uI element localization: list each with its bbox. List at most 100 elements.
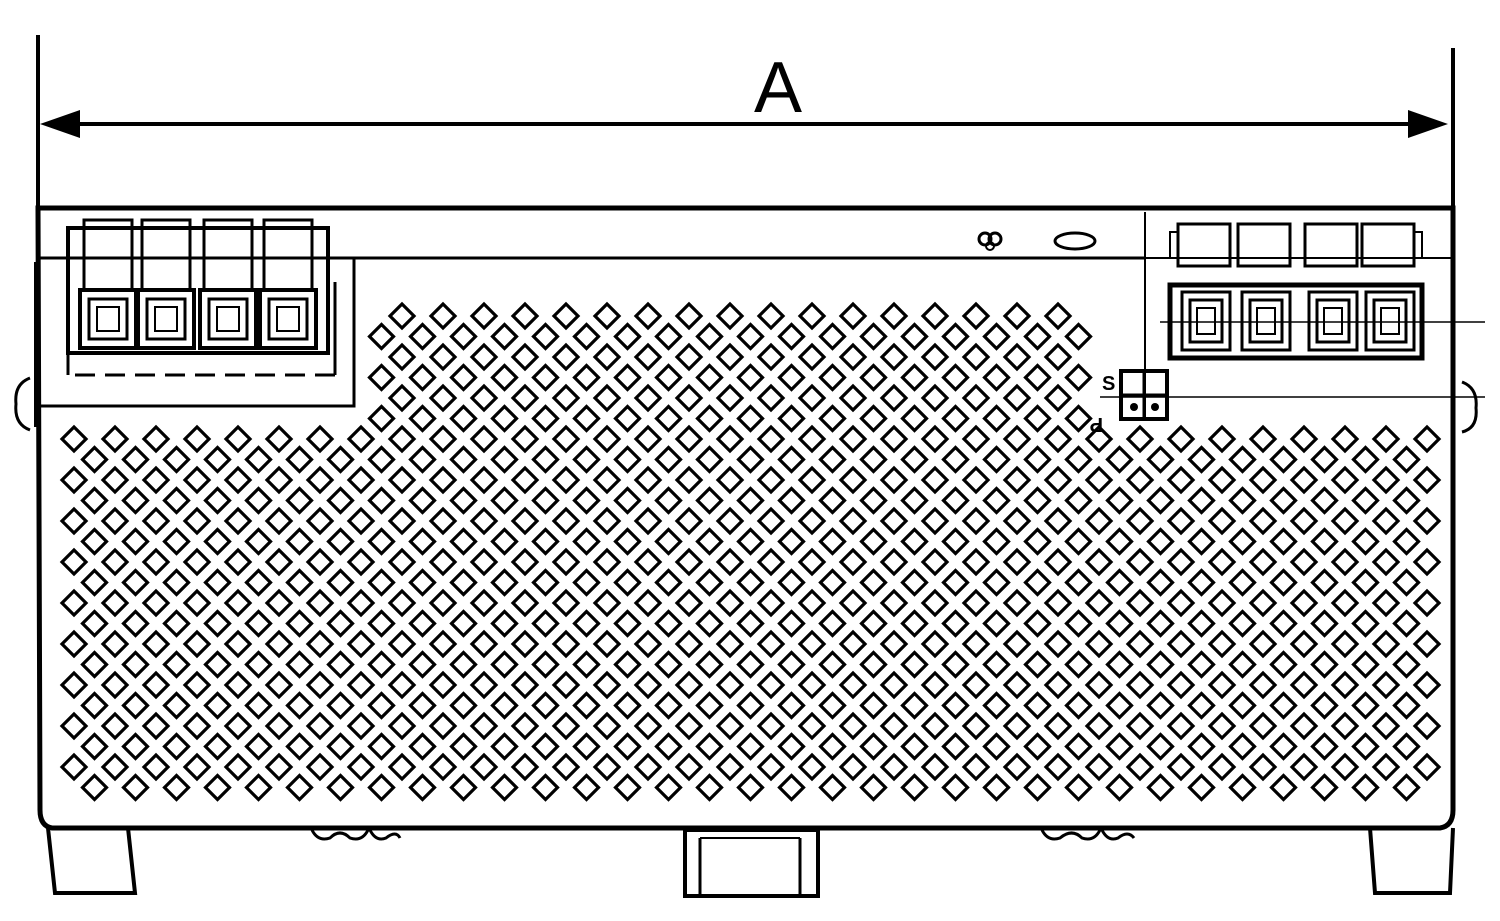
vent-hole (490, 363, 519, 392)
vent-hole (941, 609, 970, 638)
vent-hole (961, 465, 991, 495)
vent-hole (1351, 732, 1380, 761)
vent-hole (715, 383, 745, 413)
vent-hole (182, 588, 212, 618)
vent-hole (941, 773, 970, 802)
vent-hole (1187, 527, 1216, 556)
vent-hole (838, 629, 868, 659)
vent-hole (1248, 752, 1278, 782)
vent-hole (1166, 711, 1196, 741)
vent-hole (490, 691, 519, 720)
vent-hole (715, 588, 745, 618)
vent-hole (1105, 527, 1134, 556)
vent-hole (59, 752, 89, 782)
vent-hole (367, 773, 396, 802)
vent-hole (1207, 547, 1237, 577)
vent-hole (572, 322, 601, 351)
vent-hole (756, 465, 786, 495)
vent-hole (654, 732, 683, 761)
vent-hole (1228, 732, 1257, 761)
vent-hole (695, 486, 724, 515)
vent-hole (592, 629, 622, 659)
vent-hole (305, 465, 335, 495)
vent-hole (1289, 588, 1319, 618)
vent-hole (1002, 629, 1032, 659)
vent-hole (100, 547, 130, 577)
vent-hole (428, 342, 458, 372)
vent-hole (121, 527, 150, 556)
vent-hole (285, 609, 314, 638)
vent-hole (1310, 773, 1339, 802)
vent-hole (121, 691, 150, 720)
vent-hole (490, 568, 519, 597)
vent-hole (1248, 547, 1278, 577)
vent-hole (1064, 773, 1093, 802)
vent-hole (1125, 629, 1155, 659)
vent-hole (1064, 404, 1093, 433)
vent-hole (818, 486, 847, 515)
vent-hole (367, 445, 396, 474)
vent-hole (490, 445, 519, 474)
vent-hole (1269, 691, 1298, 720)
vent-hole (387, 301, 417, 331)
vent-hole (141, 547, 171, 577)
vent-hole (326, 732, 355, 761)
vent-hole (1146, 486, 1175, 515)
vent-hole (797, 342, 827, 372)
vent-hole (1043, 301, 1073, 331)
vent-hole (1228, 527, 1257, 556)
vent-hole (346, 670, 376, 700)
vent-hole (469, 670, 499, 700)
vent-hole (633, 342, 663, 372)
vent-hole (1043, 547, 1073, 577)
vent-hole (551, 301, 581, 331)
vent-hole (1125, 424, 1155, 454)
vent-hole (1289, 547, 1319, 577)
vent-hole (613, 773, 642, 802)
vent-hole (346, 506, 376, 536)
left-foot (46, 827, 138, 895)
vent-hole (818, 445, 847, 474)
vent-hole (244, 650, 273, 679)
vent-hole (941, 650, 970, 679)
vent-hole (449, 773, 478, 802)
vent-hole (654, 445, 683, 474)
vent-hole (428, 711, 458, 741)
vent-hole (264, 629, 294, 659)
vent-hole (613, 732, 642, 761)
vent-hole (941, 322, 970, 351)
vent-hole (777, 445, 806, 474)
vent-hole (961, 383, 991, 413)
vent-hole (654, 650, 683, 679)
vent-hole (244, 568, 273, 597)
vent-hole (900, 691, 929, 720)
vent-hole (1105, 773, 1134, 802)
vent-hole (1248, 670, 1278, 700)
vent-hole (982, 568, 1011, 597)
vent-hole (285, 691, 314, 720)
vent-hole (387, 629, 417, 659)
vent-hole (1064, 732, 1093, 761)
vent-hole (367, 404, 396, 433)
vent-hole (1371, 670, 1401, 700)
vent-hole (674, 383, 704, 413)
vent-hole (326, 691, 355, 720)
vent-hole (1392, 445, 1421, 474)
vent-hole (264, 711, 294, 741)
vent-hole (80, 445, 109, 474)
vent-hole (674, 301, 704, 331)
vent-hole (346, 588, 376, 618)
vent-hole (1371, 752, 1401, 782)
vent-hole (408, 568, 437, 597)
vent-hole (1105, 568, 1134, 597)
vent-hole (1105, 445, 1134, 474)
vent-hole (326, 527, 355, 556)
vent-hole (551, 342, 581, 372)
vent-hole (1351, 691, 1380, 720)
vent-hole (1002, 424, 1032, 454)
vent-hole (736, 445, 765, 474)
vent-hole (80, 609, 109, 638)
vent-hole (203, 445, 232, 474)
vent-hole (633, 506, 663, 536)
vent-hole (592, 506, 622, 536)
